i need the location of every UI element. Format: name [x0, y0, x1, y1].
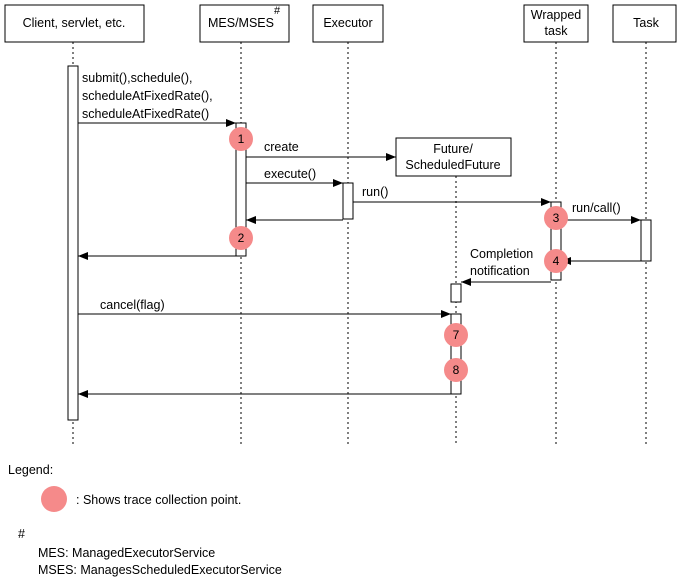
activation-future-2	[450, 313, 462, 395]
participant-future-label-1: Future/	[433, 142, 473, 156]
participant-mes-label: MES/MSES	[208, 16, 274, 30]
participant-future-label-2: ScheduledFuture	[405, 158, 500, 172]
message-create-label: create	[264, 140, 299, 154]
message-submit-label-1: submit(),schedule(),	[82, 71, 192, 85]
trace-point-2-label: 2	[238, 231, 245, 245]
message-submit-label-3: scheduleAtFixedRate()	[82, 107, 209, 121]
trace-point-3-label: 3	[553, 211, 560, 225]
trace-point-2: 2	[229, 226, 253, 250]
participant-wrapped-task: Wrapped task	[523, 4, 589, 43]
legend-title: Legend:	[8, 463, 53, 477]
activation-task	[640, 219, 652, 262]
legend-mses-definition: MSES: ManagesScheduledExecutorService	[38, 563, 282, 577]
participant-wrapped-label-2: task	[545, 24, 569, 38]
message-completion-label-1: Completion	[470, 247, 533, 261]
message-run-label: run()	[362, 185, 388, 199]
participant-mes: MES/MSES #	[199, 4, 290, 43]
legend-trace-point-desc: : Shows trace collection point.	[76, 493, 241, 507]
activation-executor	[342, 182, 354, 220]
message-cancel-label: cancel(flag)	[100, 298, 165, 312]
trace-point-4-label: 4	[553, 254, 560, 268]
trace-point-3: 3	[544, 206, 568, 230]
legend-mark: #	[18, 527, 25, 541]
activation-wrapped-task	[550, 201, 562, 281]
trace-point-4: 4	[544, 249, 568, 273]
participant-executor: Executor	[312, 4, 384, 43]
trace-point-7: 7	[444, 323, 468, 347]
legend-mes-definition: MES: ManagedExecutorService	[38, 546, 215, 560]
trace-point-1: 1	[229, 127, 253, 151]
message-completion-label-2: notification	[470, 264, 530, 278]
participant-future: Future/ ScheduledFuture	[395, 137, 512, 177]
activation-future-1	[450, 283, 462, 303]
activation-client	[67, 65, 79, 421]
participant-wrapped-label-1: Wrapped	[531, 8, 582, 22]
participant-task: Task	[612, 4, 677, 43]
trace-point-7-label: 7	[453, 328, 460, 342]
trace-point-1-label: 1	[238, 132, 245, 146]
legend: Legend: : Shows trace collection point. …	[8, 463, 282, 577]
participant-executor-label: Executor	[323, 16, 372, 30]
participant-mes-mark: #	[274, 5, 281, 17]
participant-task-label: Task	[633, 16, 659, 30]
activation-mes	[235, 122, 247, 257]
message-submit-label-2: scheduleAtFixedRate(),	[82, 89, 213, 103]
legend-trace-point-swatch	[41, 486, 67, 512]
message-runcall-label: run/call()	[572, 201, 621, 215]
participant-client: Client, servlet, etc.	[4, 4, 145, 43]
message-execute-label: execute()	[264, 167, 316, 181]
participant-client-label: Client, servlet, etc.	[23, 16, 126, 30]
trace-point-8: 8	[444, 358, 468, 382]
trace-point-8-label: 8	[453, 363, 460, 377]
